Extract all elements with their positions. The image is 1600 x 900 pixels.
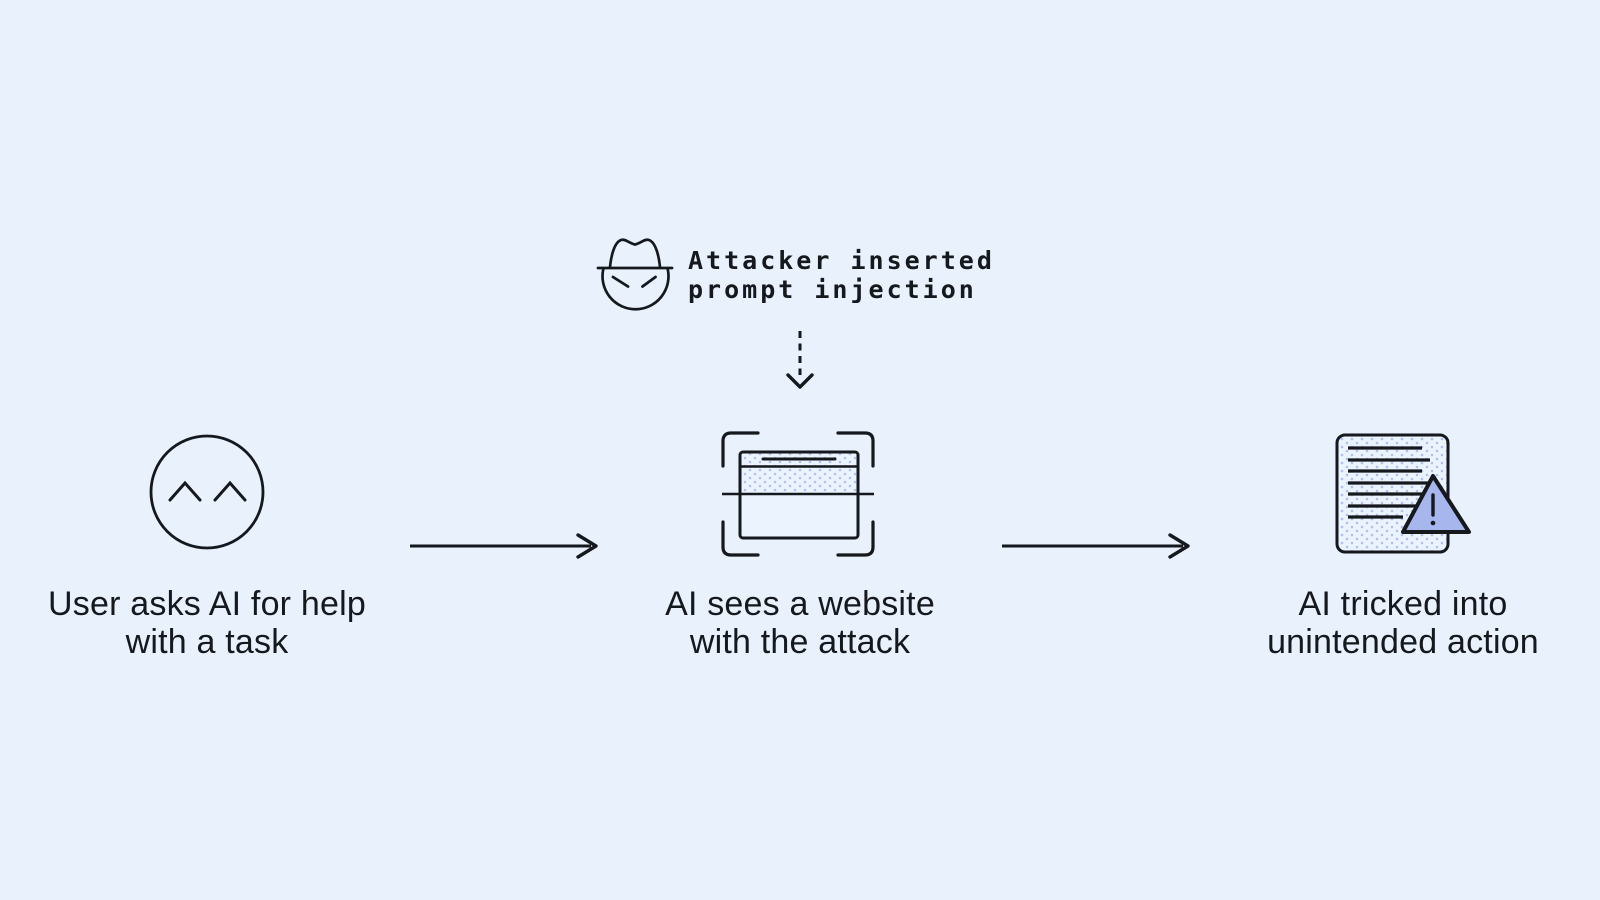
caption-step-2-line1: AI sees a website [665,585,935,623]
caption-step-1-line1: User asks AI for help [48,585,366,623]
bracket-top-left [721,431,760,468]
bracket-bottom-right [836,520,875,557]
smiling-user-face-icon [149,434,265,550]
attacker-callout-label: Attacker inserted prompt injection [688,246,995,304]
caption-step-1-line2: with a task [125,623,289,661]
document-warning-icon [1335,433,1471,554]
caption-step-3: AI tricked into unintended action [1193,585,1600,661]
website-scan-icon [721,431,875,557]
caption-step-3-line1: AI tricked into [1298,585,1508,623]
attacker-callout-line1: Attacker inserted [688,246,995,275]
warning-triangle [1401,474,1471,534]
attacker-callout-line2: prompt injection [688,275,977,304]
left-eye [168,480,202,502]
caption-step-3-line2: unintended action [1267,623,1539,661]
bracket-top-right [836,431,875,468]
caption-step-2: AI sees a website with the attack [590,585,1010,661]
flow-arrow-icon [410,533,598,559]
flow-arrow-icon [1002,533,1190,559]
injection-dashed-arrow-icon [786,331,814,389]
spy-left-eye [611,275,630,288]
caption-step-2-line2: with the attack [689,623,911,661]
bracket-bottom-left [721,520,760,557]
warning-exclamation-dot [1430,520,1436,526]
caption-step-1: User asks AI for help with a task [0,585,417,661]
right-eye [213,480,247,502]
spy-hat-face-icon [596,238,674,311]
spy-right-eye [641,275,657,288]
